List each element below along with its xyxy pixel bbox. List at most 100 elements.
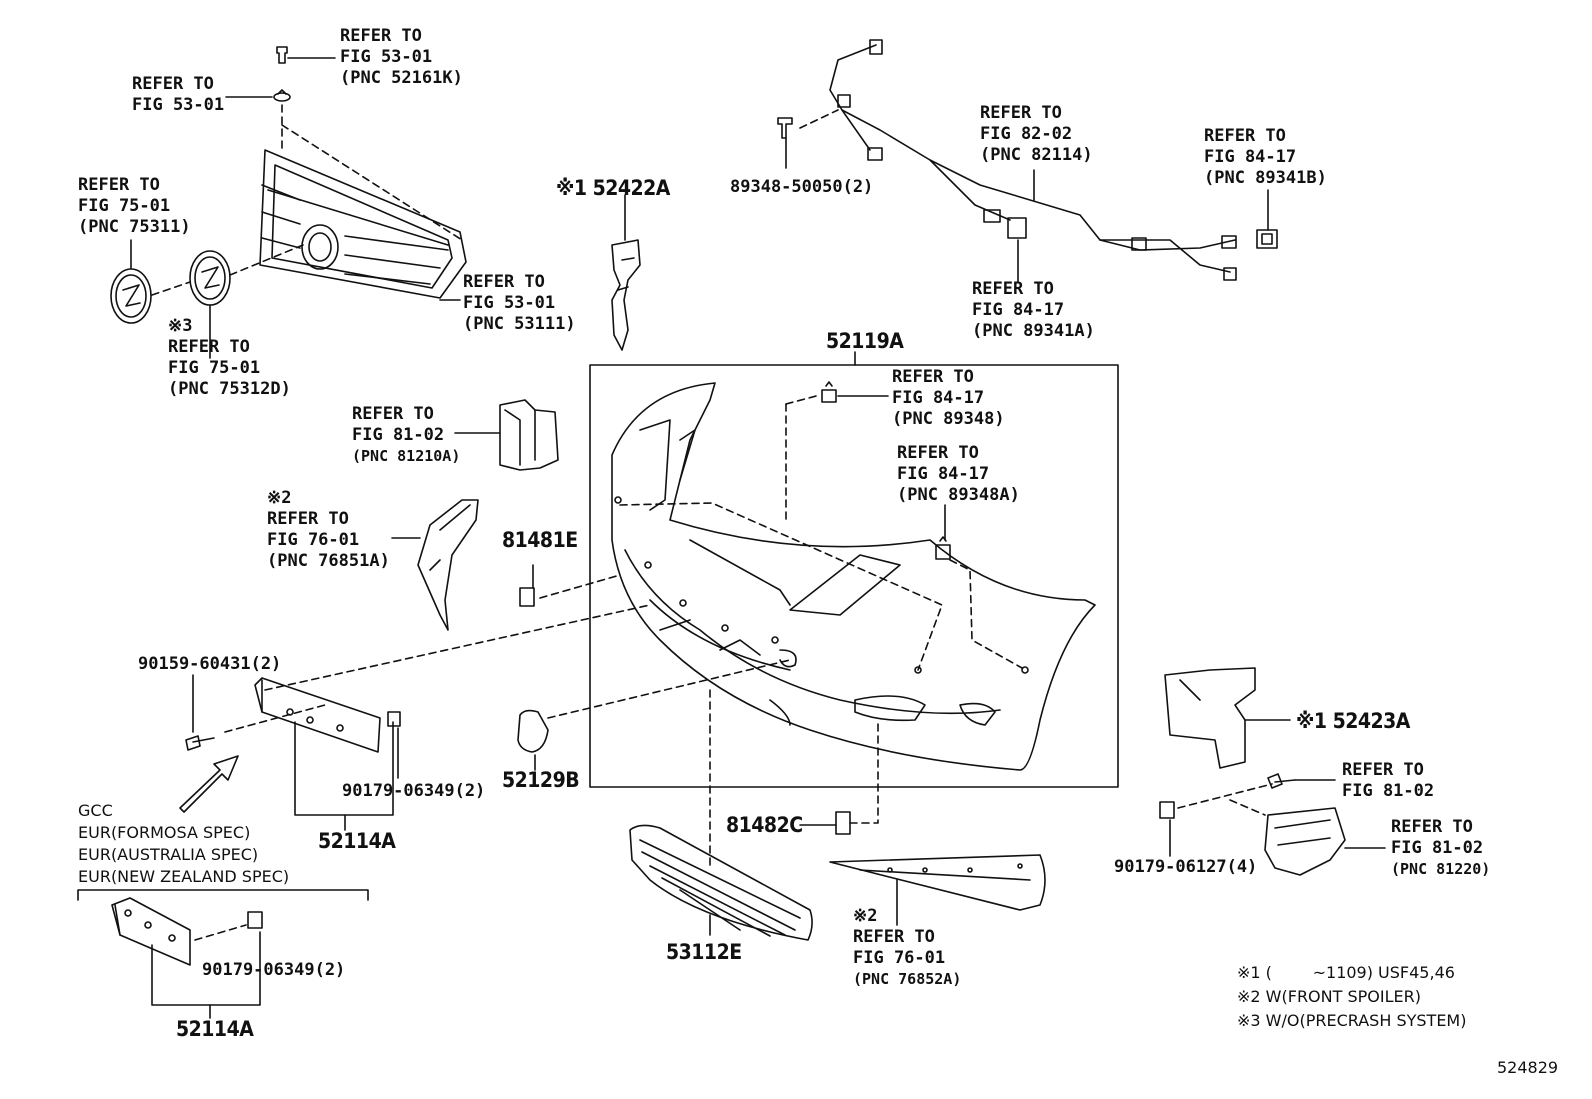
part-number-53112e[interactable]: 53112E (666, 940, 742, 964)
callout-line: REFER TO (980, 103, 1062, 123)
callout-line: REFER TO (168, 337, 250, 357)
callout-line: REFER TO (340, 26, 422, 46)
market-label: EUR(FORMOSA SPEC) (78, 823, 251, 842)
part-number-52423a[interactable]: ※1 52423A (1296, 709, 1410, 733)
callout-line: (PNC 82114) (980, 145, 1093, 165)
emblem-clip (225, 46, 336, 102)
nut-90179-b (1159, 801, 1175, 857)
callout-line: REFER TO (892, 367, 974, 387)
market-bracket (77, 889, 369, 901)
market-label: EUR(NEW ZEALAND SPEC) (78, 867, 290, 886)
callout-line: REFER TO (267, 509, 349, 529)
sensor-retainer-a (935, 504, 951, 560)
callout-line: (PNC 76852A) (853, 970, 962, 988)
callout-line: FIG 75-01 (168, 358, 261, 378)
figure-id: 524829 (1497, 1058, 1559, 1077)
callout-line: REFER TO (897, 443, 979, 463)
callout-line: FIG 53-01 (132, 95, 225, 115)
license-plate-bracket (254, 677, 381, 753)
front-spoiler-bracket-right (829, 854, 1046, 926)
callout-line: REFER TO (972, 279, 1054, 299)
callout-line: (PNC 52161K) (340, 68, 463, 88)
callout-line: FIG 84-17 (892, 388, 985, 408)
callout-line: (PNC 81220) (1391, 860, 1491, 878)
nut-90179-c (247, 911, 263, 929)
callout-line: FIG 53-01 (463, 293, 556, 313)
market-labels: GCC EUR(FORMOSA SPEC) EUR(AUSTRALIA SPEC) E… (78, 800, 289, 888)
part-number-81481e[interactable]: 81481E (502, 528, 578, 552)
callout-line: FIG 81-02 (352, 425, 445, 445)
part-number-52129b[interactable]: 52129B (502, 768, 580, 792)
bolt-90159 (185, 674, 215, 751)
part-number-52114a[interactable]: 52114A (318, 829, 396, 853)
bolt-fog (1267, 773, 1336, 789)
license-plate-bracket-market (111, 897, 191, 966)
callout-line: REFER TO (78, 175, 160, 195)
part-number-90179-a[interactable]: 90179-06349(2) (342, 781, 486, 801)
part-number-90179-b[interactable]: 90179-06127(4) (1114, 857, 1258, 877)
callout-line: REFER TO (132, 74, 214, 94)
footnotes: ※1 ( ~1109) USF45,46※2 W(FRONT SPOILER)※… (1237, 961, 1466, 1033)
bumper-side-bracket-right (1164, 667, 1291, 769)
part-number-81482c[interactable]: 81482C (726, 813, 803, 837)
lower-grille (629, 824, 813, 941)
callout-line: FIG 76-01 (853, 948, 946, 968)
market-label: EUR(AUSTRALIA SPEC) (78, 845, 259, 864)
callout-line: FIG 84-17 (1204, 147, 1297, 167)
tow-hook-cover (517, 659, 791, 771)
callout-line: REFER TO (1391, 817, 1473, 837)
callout-line: FIG 84-17 (897, 464, 990, 484)
clip-81481e (519, 564, 621, 607)
callout-line: (PNC 75311) (78, 217, 191, 237)
fog-lamp-bracket (1264, 807, 1386, 876)
callout-line: FIG 81-02 (1391, 838, 1484, 858)
footnote: ※3 W/O(PRECRASH SYSTEM) (1237, 1011, 1467, 1030)
callout-line: (PNC 89341B) (1204, 168, 1327, 188)
bumper-box (589, 364, 1119, 788)
callout-line: FIG 81-02 (1342, 781, 1435, 801)
callout-line: REFER TO (1342, 760, 1424, 780)
callout-line: (PNC 89348A) (897, 485, 1020, 505)
clip-81482c (799, 719, 879, 835)
front-arrow (179, 755, 239, 813)
wire-harness (829, 39, 1237, 281)
part-number-52422a[interactable]: ※1 52422A (556, 176, 670, 200)
callout-line: REFER TO (352, 404, 434, 424)
part-number-52119a[interactable]: 52119A (826, 329, 904, 353)
callout-line: REFER TO (853, 927, 935, 947)
callout-line: (PNC 76851A) (267, 551, 390, 571)
bumper-side-bracket-left (611, 239, 641, 351)
part-number-52114a-market[interactable]: 52114A (176, 1017, 254, 1041)
callout-line: REFER TO (463, 272, 545, 292)
callout-line: REFER TO (1204, 126, 1286, 146)
nut-90179-a (387, 711, 401, 779)
front-spoiler-bracket-left (391, 499, 479, 631)
callout-line: FIG 53-01 (340, 47, 433, 67)
radiator-grille (259, 149, 467, 299)
headlamp-cleaner-bracket (454, 399, 559, 471)
part-number-90179-c[interactable]: 90179-06349(2) (202, 960, 346, 980)
callout-line: ※2 (853, 906, 878, 926)
parking-sensor-right (1256, 189, 1278, 249)
front-emblem-sub (189, 250, 231, 306)
harness-clip (777, 109, 839, 169)
market-label: GCC (78, 801, 113, 820)
footnote: ※2 W(FRONT SPOILER) (1237, 987, 1421, 1006)
part-number-90159[interactable]: 90159-60431(2) (138, 654, 282, 674)
part-number-89348[interactable]: 89348-50050(2) (730, 177, 874, 197)
sensor-retainer (821, 381, 889, 403)
